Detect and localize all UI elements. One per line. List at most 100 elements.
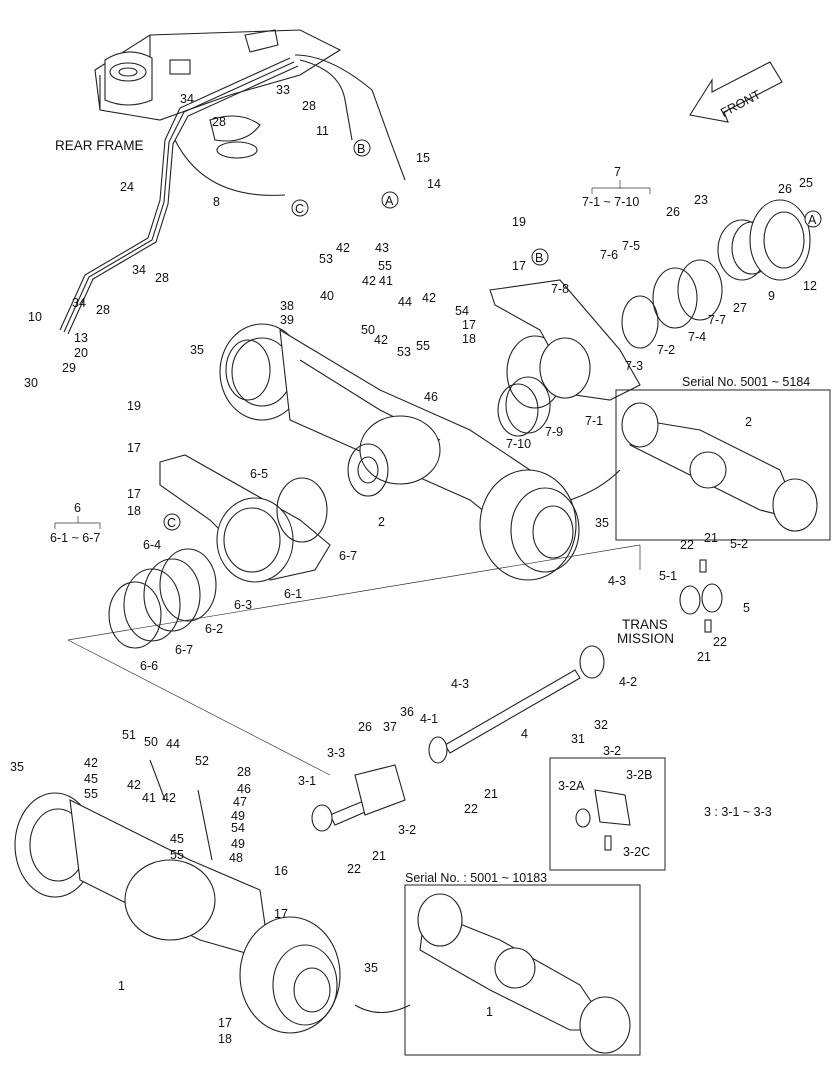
callout-45: 45 <box>84 772 98 786</box>
callout-37: 37 <box>383 720 397 734</box>
callout-28: 28 <box>96 303 110 317</box>
callout-6-5: 6-5 <box>250 467 268 481</box>
callout-1: 1 <box>486 1005 493 1019</box>
trans-label-2: MISSION <box>617 631 674 646</box>
callout-26: 26 <box>778 182 792 196</box>
callout-3-2a: 3-2A <box>558 779 585 793</box>
circled-a-top: A <box>381 191 399 209</box>
circled-c-top: C <box>291 199 309 217</box>
callout-6-1: 6-1 <box>284 587 302 601</box>
callout-4-3: 4-3 <box>608 574 626 588</box>
callout-7-1: 7-1 <box>585 414 603 428</box>
callout-52: 52 <box>195 754 209 768</box>
bracket-6-1-drawing <box>67 454 641 776</box>
rear-frame-drawing <box>94 29 342 159</box>
circled-b-mid: B <box>531 248 549 266</box>
callout-7-3: 7-3 <box>625 359 643 373</box>
callout-26: 26 <box>666 205 680 219</box>
serial-box-2 <box>354 884 641 1056</box>
callout-39: 39 <box>280 313 294 327</box>
callout-3-2: 3-2 <box>398 823 416 837</box>
callout-34: 34 <box>180 92 194 106</box>
callout-32: 32 <box>594 718 608 732</box>
callout-41: 41 <box>142 791 156 805</box>
svg-text:C: C <box>167 516 176 530</box>
callout-50: 50 <box>361 323 375 337</box>
callout-3-3: 3-3 <box>327 746 345 760</box>
callout-5: 5 <box>743 601 750 615</box>
callout-42: 42 <box>127 778 141 792</box>
callout-7-4: 7-4 <box>688 330 706 344</box>
callout-7-6: 7-6 <box>600 248 618 262</box>
callout-53: 53 <box>319 252 333 266</box>
circled-c-mid: C <box>163 513 181 531</box>
callout-16: 16 <box>274 864 288 878</box>
shaft-3-drawing <box>311 764 406 832</box>
front-arrow-icon: FRONT <box>689 61 783 123</box>
callout-22: 22 <box>680 538 694 552</box>
trans-label-1: TRANS <box>622 617 668 632</box>
svg-text:B: B <box>535 251 543 265</box>
svg-text:6: 6 <box>74 501 81 515</box>
callout-21: 21 <box>372 849 386 863</box>
callout-46: 46 <box>424 390 438 404</box>
svg-text:6-1 ~ 6-7: 6-1 ~ 6-7 <box>50 531 100 545</box>
callout-22: 22 <box>464 802 478 816</box>
callout-54: 54 <box>231 821 245 835</box>
callout-35: 35 <box>364 961 378 975</box>
callout-42: 42 <box>362 274 376 288</box>
callout-31: 31 <box>571 732 585 746</box>
callout-18: 18 <box>462 332 476 346</box>
callout-5-1: 5-1 <box>659 569 677 583</box>
callout-23: 23 <box>694 193 708 207</box>
callout-4-3: 4-3 <box>451 677 469 691</box>
callout-28: 28 <box>212 115 226 129</box>
hose-lines <box>59 54 406 335</box>
callout-47: 47 <box>233 795 247 809</box>
callout-4-1: 4-1 <box>420 712 438 726</box>
rear-axle-drawing <box>14 759 341 1034</box>
rear-frame-label: REAR FRAME <box>55 138 144 153</box>
callout-14: 14 <box>427 177 441 191</box>
callout-6-7: 6-7 <box>339 549 357 563</box>
callout-10: 10 <box>28 310 42 324</box>
callout-35: 35 <box>10 760 24 774</box>
callout-50: 50 <box>144 735 158 749</box>
box-3-2: 3-2 <box>549 744 666 871</box>
callout-40: 40 <box>320 289 334 303</box>
callout-8: 8 <box>213 195 220 209</box>
circled-b-top: B <box>353 139 371 157</box>
callout-17: 17 <box>512 259 526 273</box>
callout-26: 26 <box>358 720 372 734</box>
callout-42: 42 <box>84 756 98 770</box>
callout-13: 13 <box>74 331 88 345</box>
callout-17: 17 <box>127 441 141 455</box>
callout-25: 25 <box>799 176 813 190</box>
svg-text:C: C <box>295 202 304 216</box>
callout-54: 54 <box>455 304 469 318</box>
callout-24: 24 <box>120 180 134 194</box>
callout-29: 29 <box>62 361 76 375</box>
callout-34: 34 <box>72 296 86 310</box>
callout-35: 35 <box>595 516 609 530</box>
callout-42: 42 <box>336 241 350 255</box>
callout-5-2: 5-2 <box>730 537 748 551</box>
callout-17: 17 <box>127 487 141 501</box>
callout-51: 51 <box>122 728 136 742</box>
svg-text:7-1 ~ 7-10: 7-1 ~ 7-10 <box>582 195 639 209</box>
callout-49: 49 <box>231 837 245 851</box>
callout-43: 43 <box>375 241 389 255</box>
callout-7-5: 7-5 <box>622 239 640 253</box>
callout-19: 19 <box>512 215 526 229</box>
callout-49: 49 <box>231 809 245 823</box>
callout-6-2: 6-2 <box>205 622 223 636</box>
callout-45: 45 <box>170 832 184 846</box>
callout-18: 18 <box>218 1032 232 1046</box>
callout-30: 30 <box>24 376 38 390</box>
serial-no-label-2: Serial No. : 5001 ~ 10183 <box>405 871 547 885</box>
callout-35: 35 <box>190 343 204 357</box>
group-3-note: 3 : 3-1 ~ 3-3 <box>704 805 772 819</box>
drive-shaft-4-drawing <box>428 645 605 764</box>
svg-text:A: A <box>385 194 394 208</box>
callout-27: 27 <box>733 301 747 315</box>
